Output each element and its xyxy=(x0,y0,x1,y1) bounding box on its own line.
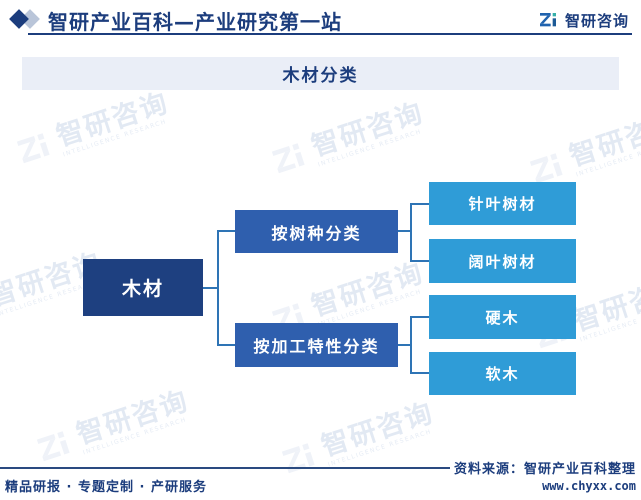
tree-node-leaf-hardwood: 硬木 xyxy=(429,295,576,339)
brand-logo: 智研咨询 xyxy=(539,10,629,31)
connector-line xyxy=(410,316,412,374)
zhiyan-logo-watermark-icon xyxy=(271,142,305,173)
watermark-text: 智研咨询 xyxy=(307,97,428,163)
footer-source: 资料来源：智研产业百科整理 xyxy=(453,462,636,477)
zhiyan-logo-watermark-icon xyxy=(16,132,50,163)
watermark-text: 智研咨询 xyxy=(569,272,641,338)
connector-line xyxy=(203,287,219,289)
connector-line xyxy=(410,260,429,262)
header-divider xyxy=(28,33,632,35)
zhiyan-logo-watermark-icon xyxy=(36,430,70,461)
chart-title: 木材分类 xyxy=(282,66,359,86)
connector-line xyxy=(217,344,235,346)
watermark-subtext: INTELLIGENCE RESEARCH xyxy=(82,416,188,457)
footer-website: www.chyxx.com xyxy=(542,479,636,493)
diamond-icon xyxy=(9,9,44,29)
footer-slogan: 精品研报 · 专题定制 · 产研服务 xyxy=(5,480,207,495)
watermark-subtext: INTELLIGENCE RESEARCH xyxy=(579,303,641,344)
watermark-subtext: INTELLIGENCE RESEARCH xyxy=(575,138,641,179)
connector-line xyxy=(410,203,429,205)
tree-node-leaf-softwood: 软木 xyxy=(429,352,576,395)
watermark-text: 智研咨询 xyxy=(52,87,173,153)
page-title: 智研产业百科—产业研究第一站 xyxy=(48,10,342,34)
footer-divider xyxy=(0,467,450,469)
watermark-text: 智研咨询 xyxy=(72,385,193,451)
connector-line xyxy=(217,230,235,232)
connector-line xyxy=(217,231,219,346)
tree-node-root: 木材 xyxy=(83,259,203,316)
tree-node-leaf-broadleaf: 阔叶树材 xyxy=(429,239,576,283)
tree-node-leaf-coniferous: 针叶树材 xyxy=(429,182,576,225)
watermark-subtext: INTELLIGENCE RESEARCH xyxy=(317,128,423,169)
watermark-subtext: INTELLIGENCE RESEARCH xyxy=(327,428,433,469)
zhiyan-logo-watermark-icon xyxy=(281,442,315,473)
header: 智研产业百科—产业研究第一站 智研咨询 xyxy=(0,0,641,36)
tree-node-branch-species: 按树种分类 xyxy=(235,210,398,253)
watermark-text: 智研咨询 xyxy=(565,107,641,173)
connector-line xyxy=(398,230,412,232)
connector-line xyxy=(410,372,429,374)
watermark-text: 智研咨询 xyxy=(317,397,438,463)
watermark-text: 智研咨询 xyxy=(307,257,428,323)
brand-logo-text: 智研咨询 xyxy=(564,12,629,30)
tree-node-branch-processing: 按加工特性分类 xyxy=(235,323,398,367)
connector-line xyxy=(410,316,429,318)
zhiyan-logo-icon xyxy=(539,12,556,26)
watermark-subtext: INTELLIGENCE RESEARCH xyxy=(62,118,168,159)
chart-title-bar: 木材分类 xyxy=(22,57,619,90)
connector-line xyxy=(410,203,412,262)
connector-line xyxy=(398,344,412,346)
